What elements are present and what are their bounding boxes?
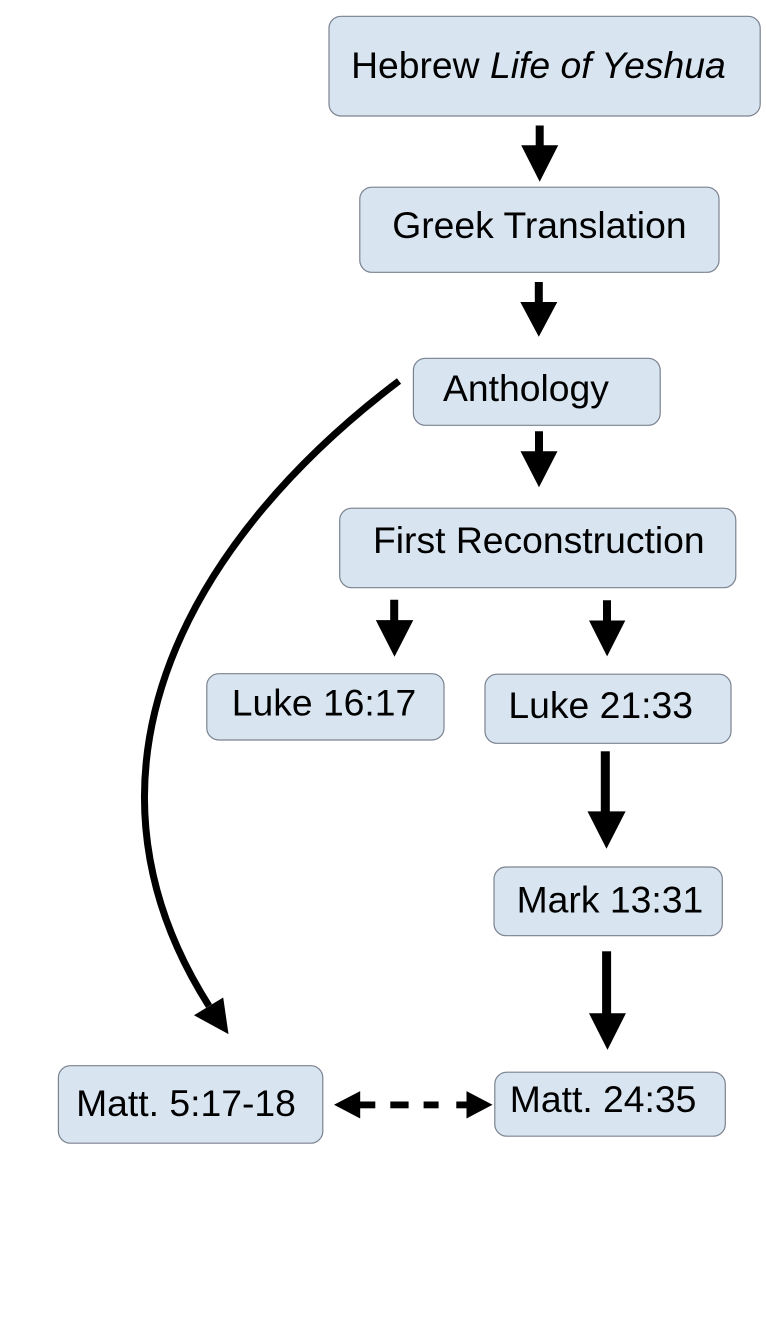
svg-text:Matt. 24:35: Matt. 24:35	[510, 1078, 697, 1120]
svg-text:Hebrew Life of Yeshua: Hebrew Life of Yeshua	[351, 44, 726, 86]
svg-text:First Reconstruction: First Reconstruction	[373, 519, 705, 561]
svg-text:Greek Translation: Greek Translation	[392, 204, 686, 246]
svg-text:Mark 13:31: Mark 13:31	[517, 879, 704, 921]
svg-text:Anthology: Anthology	[443, 367, 609, 409]
svg-text:Luke 16:17: Luke 16:17	[232, 682, 417, 724]
svg-text:Matt. 5:17-18: Matt. 5:17-18	[76, 1082, 296, 1124]
svg-text:Luke 21:33: Luke 21:33	[508, 684, 693, 726]
